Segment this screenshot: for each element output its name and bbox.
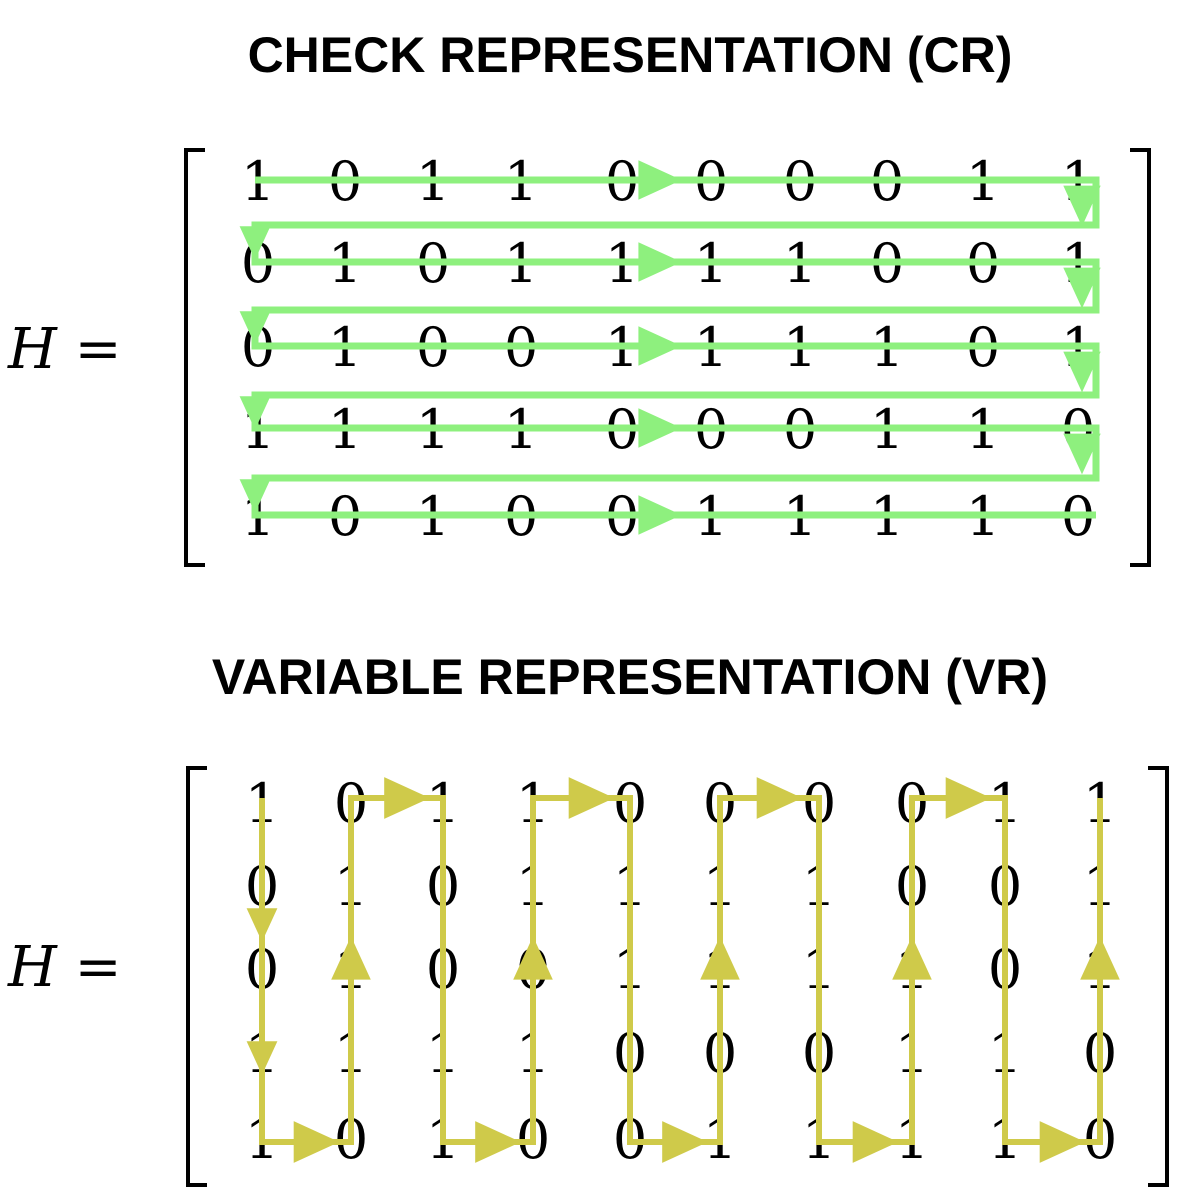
check-arrow-down-icon bbox=[1063, 267, 1101, 309]
variable-arrow-up-icon bbox=[331, 936, 371, 980]
variable-arrow-right-icon bbox=[852, 1121, 899, 1163]
equation-operator: = bbox=[74, 317, 122, 382]
variable-arrow-down-icon bbox=[246, 1041, 278, 1075]
check-arrow-down-icon bbox=[1063, 433, 1101, 475]
variable-arrow-right-icon bbox=[568, 777, 615, 819]
variable-traversal-path bbox=[246, 777, 1120, 1163]
variable-representation-title: VARIABLE REPRESENTATION (VR) bbox=[211, 649, 1049, 705]
variable-arrow-right-icon bbox=[756, 777, 803, 819]
variable-matrix-entries: 1011000011010111100101001111011111000110… bbox=[245, 772, 1117, 1171]
equation-variable: H bbox=[8, 317, 57, 382]
variable-arrow-right-icon bbox=[475, 1121, 521, 1163]
variable-arrow-up-icon bbox=[513, 936, 553, 980]
variable-matrix-brackets bbox=[186, 766, 1169, 1187]
check-representation-title: CHECK REPRESENTATION (CR) bbox=[247, 27, 1013, 83]
variable-arrow-down-icon bbox=[246, 908, 278, 942]
variable-arrow-up-icon bbox=[1080, 936, 1120, 980]
check-arrow-right-icon bbox=[638, 160, 682, 200]
equation-operator: = bbox=[74, 935, 122, 1000]
variable-arrow-right-icon bbox=[293, 1121, 340, 1163]
check-arrow-down-icon bbox=[239, 226, 271, 260]
variable-arrow-right-icon bbox=[945, 777, 992, 819]
variable-arrow-up-icon bbox=[892, 936, 932, 980]
variable-arrow-right-icon bbox=[1039, 1121, 1086, 1163]
check-arrow-right-icon bbox=[638, 495, 682, 535]
check-arrow-right-icon bbox=[638, 242, 682, 282]
variable-arrow-right-icon bbox=[384, 777, 430, 819]
equation-variable: H bbox=[8, 935, 57, 1000]
check-arrow-right-icon bbox=[638, 408, 682, 448]
variable-arrow-right-icon bbox=[662, 1121, 708, 1163]
check-arrow-down-icon bbox=[239, 396, 271, 430]
check-traversal-path bbox=[239, 160, 1101, 535]
check-arrow-right-icon bbox=[638, 326, 682, 366]
variable-arrow-up-icon bbox=[700, 936, 740, 980]
check-arrow-down-icon bbox=[1063, 351, 1101, 393]
variable-equation-label: H = bbox=[8, 940, 122, 996]
check-arrow-down-icon bbox=[239, 479, 271, 513]
variable-path-line bbox=[259, 795, 1103, 1145]
check-arrow-down-icon bbox=[1063, 185, 1101, 227]
check-arrow-down-icon bbox=[239, 311, 271, 345]
check-matrix-brackets bbox=[184, 148, 1151, 567]
check-equation-label: H = bbox=[8, 322, 122, 378]
